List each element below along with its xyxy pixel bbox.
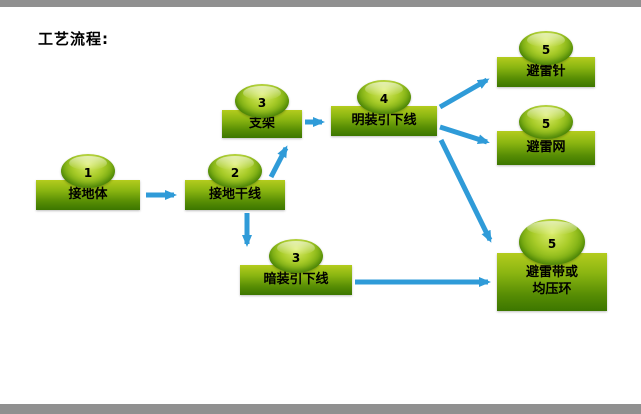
step-number: 5 [541, 42, 551, 57]
step-number: 5 [547, 236, 557, 251]
arrow-exposed-to-lightning-net [439, 124, 490, 145]
step-number: 5 [541, 116, 551, 131]
top-frame-bar [0, 0, 641, 7]
step-oval: 3 [235, 84, 289, 118]
step-oval: 5 [519, 219, 585, 265]
flow-node-grounding-trunk: 2 接地干线 [185, 154, 285, 210]
node-box: 支架 [222, 110, 302, 138]
node-label: 避雷针 [526, 63, 566, 79]
step-number: 4 [379, 91, 389, 106]
flow-node-lightning-rod: 5 避雷针 [497, 31, 595, 87]
flow-node-grounding-body: 1 接地体 [36, 154, 140, 210]
step-oval: 5 [519, 105, 573, 139]
step-oval: 2 [208, 154, 262, 188]
node-box: 暗装引下线 [240, 265, 352, 295]
step-number: 3 [257, 95, 267, 110]
node-label: 明装引下线 [351, 112, 417, 128]
step-number: 1 [83, 165, 93, 180]
step-oval: 1 [61, 154, 115, 188]
flow-node-lightning-belt: 5 避雷带或均压环 [497, 219, 607, 311]
flow-node-lightning-net: 5 避雷网 [497, 105, 595, 165]
flow-node-exposed-down-conductor: 4 明装引下线 [331, 80, 437, 136]
arrow-exposed-to-lightning-belt [438, 138, 493, 243]
step-number: 3 [291, 250, 301, 265]
node-label: 接地体 [68, 186, 108, 202]
step-number: 2 [230, 165, 240, 180]
node-box: 避雷带或均压环 [497, 253, 607, 311]
step-oval: 4 [357, 80, 411, 114]
flow-node-bracket: 3 支架 [222, 84, 302, 138]
arrow-exposed-to-lightning-rod [438, 77, 490, 110]
node-label: 暗装引下线 [263, 271, 329, 287]
page-title: 工艺流程: [38, 30, 109, 48]
node-label: 接地干线 [208, 186, 261, 202]
node-label: 避雷网 [526, 139, 566, 155]
bottom-frame-bar [0, 404, 641, 414]
node-label: 支架 [248, 115, 275, 131]
node-label: 避雷带或均压环 [525, 265, 578, 297]
step-oval: 5 [519, 31, 573, 65]
flow-node-concealed-down-conductor: 3 暗装引下线 [240, 239, 352, 295]
step-oval: 3 [269, 239, 323, 273]
arrow-trunk-to-bracket [268, 145, 289, 179]
